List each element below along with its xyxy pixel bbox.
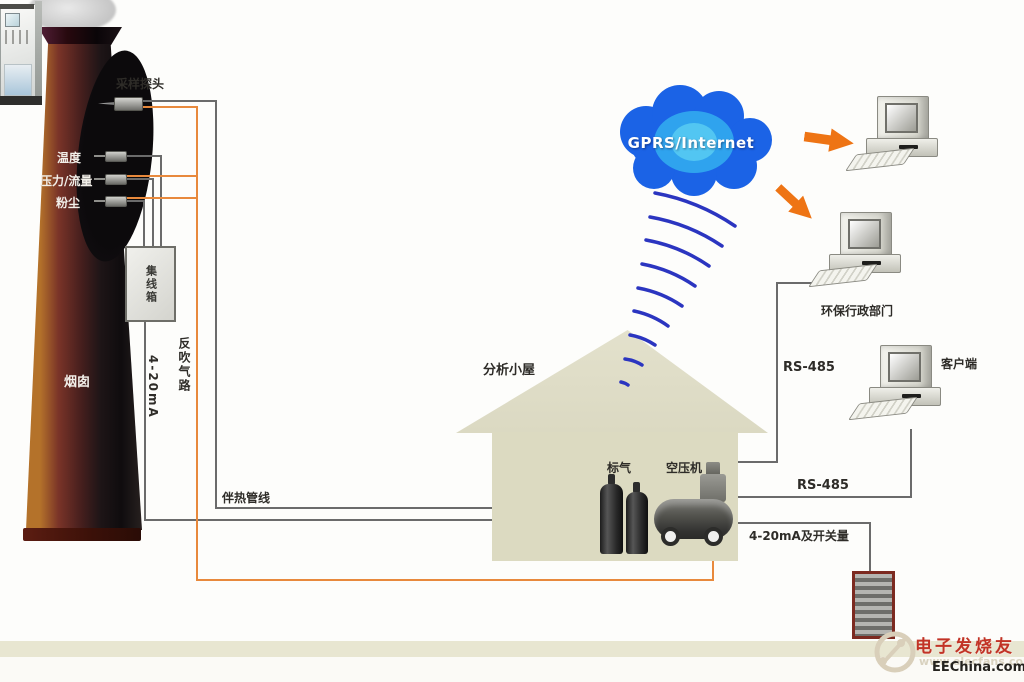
junction-box: 集线箱: [125, 246, 176, 322]
rs485-wire-top: [776, 282, 822, 284]
computer-icon: [808, 212, 912, 294]
current-loop-wire: [144, 519, 525, 521]
blowback-branch: [124, 175, 196, 177]
temp-wire: [160, 155, 162, 247]
temp-sensor-icon: [94, 155, 106, 157]
blowback-pipe: [712, 545, 714, 581]
client-label: 客户端: [941, 357, 978, 371]
stack-cap: [38, 27, 122, 45]
pressure-wire: [124, 178, 154, 180]
bottom-margin: [0, 657, 1024, 682]
dust-wire: [143, 200, 145, 247]
cabinet-screen: [5, 13, 20, 27]
analog-io-wire: [869, 522, 871, 573]
sampling-probe-icon: [114, 97, 143, 111]
gas-cylinder-icon: [633, 482, 640, 493]
probe-wire: [138, 100, 217, 102]
watermark-site: EEChina.com: [932, 660, 1024, 675]
radio-waves-icon: [619, 191, 737, 387]
probe-wire: [215, 100, 217, 508]
rs485-wire-bottom: [738, 496, 912, 498]
rs485-wire-bottom: [910, 429, 912, 498]
pressure-wire: [152, 178, 154, 247]
cabinet-buttons: [5, 30, 29, 44]
epa-dept-label: 环保行政部门: [821, 304, 894, 318]
air-compressor-icon: [700, 474, 726, 502]
analog-io-label: 4-20mA及开关量: [749, 529, 849, 543]
blowback-branch: [124, 197, 196, 199]
rs485-label-top: RS-485: [783, 360, 835, 375]
computer-icon: [848, 345, 952, 427]
blowback-pipe: [196, 106, 198, 581]
gas-cylinder-icon: [608, 474, 615, 485]
gas-cylinder-icon: [600, 484, 623, 554]
computer-icon: [845, 96, 949, 178]
dust-sensor-icon: [94, 200, 106, 202]
dust-wire: [124, 200, 145, 202]
pressure-flow-sensor-icon: [105, 174, 127, 185]
sampling-probe-icon: [98, 102, 115, 105]
cabinet-panel: [4, 64, 32, 96]
probe-label: 采样探头: [116, 77, 165, 91]
smokestack-base: [23, 528, 141, 541]
analog-io-wire: [738, 522, 871, 524]
temp-sensor-icon: [105, 151, 127, 162]
watermark-logo-icon: [874, 631, 916, 673]
arrow-right-icon: [802, 123, 855, 158]
smokestack-label: 烟囱: [64, 375, 91, 390]
keyboard-icon: [808, 263, 878, 288]
heat-trace-label: 伴热管线: [222, 491, 271, 505]
air-compressor-icon: [706, 462, 720, 476]
dust-sensor-icon: [105, 196, 127, 207]
junction-box-label: 集线箱: [144, 264, 158, 304]
air-compressor-label: 空压机: [666, 461, 703, 475]
analyzer-cabinet: [0, 0, 44, 107]
rs485-label-bottom: RS-485: [797, 478, 849, 493]
blowback-pipe: [196, 579, 714, 581]
gprs-internet-label: GPRS/Internet: [627, 134, 755, 152]
keyboard-icon: [845, 147, 915, 172]
arrow-down-right-icon: [769, 178, 820, 228]
watermark-brand: 电子发烧友: [915, 637, 1015, 657]
watermark-url: www.elecfans.com: [919, 655, 1024, 668]
temp-wire: [124, 155, 162, 157]
blowback-pipe: [138, 106, 198, 108]
terminal-block: [852, 571, 895, 639]
standard-gas-label: 标气: [607, 461, 632, 475]
gas-cylinder-icon: [626, 492, 648, 554]
dust-sensor-label: 粉尘: [56, 196, 81, 210]
blowback-label: 反吹气路: [177, 337, 191, 393]
heat-trace-line: [215, 507, 525, 509]
analysis-house-label: 分析小屋: [483, 363, 536, 378]
gprs-cloud-icon: GPRS/Internet: [606, 80, 776, 198]
current-loop-label: 4-20mA: [146, 355, 160, 419]
pressure-flow-sensor-label: 压力/流量: [40, 174, 93, 188]
keyboard-icon: [848, 396, 918, 421]
rs485-wire-top: [776, 282, 778, 463]
compressor-wheel: [661, 527, 680, 546]
current-loop-wire: [144, 318, 146, 520]
bottom-band: [0, 641, 1024, 657]
compressor-wheel: [704, 527, 723, 546]
pressure-flow-sensor-icon: [94, 178, 106, 180]
rs485-wire-top: [738, 461, 778, 463]
temp-sensor-label: 温度: [57, 151, 82, 165]
